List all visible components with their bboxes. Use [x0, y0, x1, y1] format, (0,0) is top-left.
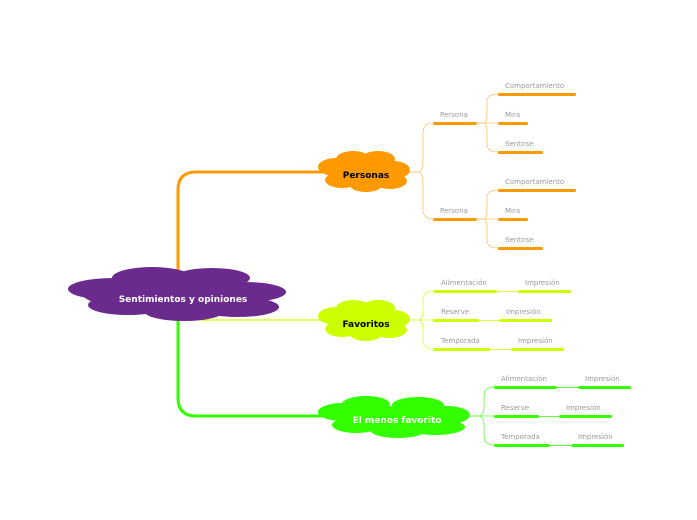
favoritos-impresion-3-label: Impresión — [518, 337, 553, 345]
menos-reserve[interactable]: Reserve — [494, 404, 539, 418]
menos-temporada[interactable]: Temporada — [494, 433, 550, 447]
menos-reserve-underline — [494, 415, 539, 418]
favoritos-alimentacion[interactable]: Alimentación — [433, 279, 497, 293]
topic-menos-favorito[interactable]: El menos favorito — [318, 396, 470, 438]
favoritos-reserve-underline — [433, 319, 479, 322]
menos-impresion-3-label: Impresión — [578, 433, 613, 441]
favoritos-reserve-impresion[interactable]: Impresión — [499, 308, 552, 322]
personas-subtopics: Persona Comportamiento Mira Sentirse Per… — [433, 82, 576, 250]
sentirse-1-underline — [498, 151, 543, 154]
menos-reserve-impresion[interactable]: Impresión — [559, 404, 612, 418]
menos-alimentacion-impresion[interactable]: Impresión — [578, 375, 631, 389]
topic-personas[interactable]: Personas — [318, 151, 410, 192]
favoritos-cloud-shape — [318, 300, 410, 341]
menos-favorito-label: El menos favorito — [353, 416, 442, 426]
subtopic-persona-2[interactable]: Persona — [433, 207, 477, 221]
connector-personas — [176, 170, 326, 288]
favoritos-impresion-2-underline — [499, 319, 552, 322]
favoritos-subtopics: Alimentación Impresión Reserve Impresión… — [433, 279, 571, 351]
menos-impresion-1-label: Impresión — [585, 375, 620, 383]
favoritos-impresion-1-underline — [518, 290, 571, 293]
menos-favorito-cloud-shape — [318, 396, 470, 438]
subtopic-sentirse-1[interactable]: Sentirse — [498, 140, 543, 154]
mira-2-underline — [498, 218, 528, 221]
favoritos-temporada-label: Temporada — [440, 337, 480, 345]
mira-1-label: Mira — [505, 111, 520, 119]
comportamiento-1-underline — [498, 93, 576, 96]
menos-favorito-subtopics: Alimentación Impresión Reserve Impresión… — [494, 375, 631, 447]
personas-connectors — [408, 93, 499, 249]
sentirse-2-label: Sentirse — [505, 236, 534, 244]
connector-menos-favorito — [176, 300, 326, 418]
comportamiento-2-underline — [498, 189, 576, 192]
menos-impresion-1-underline — [578, 386, 631, 389]
favoritos-alimentacion-underline — [433, 290, 497, 293]
mira-1-underline — [498, 122, 528, 125]
favoritos-alimentacion-impresion[interactable]: Impresión — [518, 279, 571, 293]
menos-temporada-impresion[interactable]: Impresión — [571, 433, 624, 447]
subtopic-mira-2[interactable]: Mira — [498, 207, 528, 221]
favoritos-temporada-underline — [433, 348, 490, 351]
menos-alimentacion-label: Alimentación — [501, 375, 547, 383]
menos-reserve-label: Reserve — [501, 404, 529, 412]
favoritos-alimentacion-label: Alimentación — [441, 279, 487, 287]
favoritos-reserve[interactable]: Reserve — [433, 308, 479, 322]
persona-2-label: Persona — [440, 207, 468, 215]
menos-alimentacion[interactable]: Alimentación — [494, 375, 557, 389]
subtopic-comportamiento-2[interactable]: Comportamiento — [498, 178, 576, 192]
subtopic-persona-1[interactable]: Persona — [433, 111, 477, 125]
central-cloud-shape — [68, 267, 286, 321]
menos-impresion-3-underline — [571, 444, 624, 447]
favoritos-impresion-1-label: Impresión — [525, 279, 560, 287]
subtopic-sentirse-2[interactable]: Sentirse — [498, 236, 543, 250]
personas-cloud-shape — [318, 151, 410, 192]
persona-1-underline — [433, 122, 477, 125]
persona-2-underline — [433, 218, 477, 221]
sentirse-1-label: Sentirse — [505, 140, 534, 148]
favoritos-impresion-3-underline — [511, 348, 564, 351]
sentirse-2-underline — [498, 247, 543, 250]
favoritos-label: Favoritos — [342, 320, 389, 330]
subtopic-comportamiento-1[interactable]: Comportamiento — [498, 82, 576, 96]
favoritos-impresion-2-label: Impresión — [506, 308, 541, 316]
menos-impresion-2-label: Impresión — [566, 404, 601, 412]
menos-temporada-label: Temporada — [500, 433, 540, 441]
central-topic-label: Sentimientos y opiniones — [119, 295, 248, 305]
menos-favorito-connectors — [466, 386, 495, 446]
menos-alimentacion-underline — [494, 386, 557, 389]
mira-2-label: Mira — [505, 207, 520, 215]
menos-temporada-underline — [494, 444, 550, 447]
subtopic-mira-1[interactable]: Mira — [498, 111, 528, 125]
menos-impresion-2-underline — [559, 415, 612, 418]
favoritos-connectors — [406, 290, 434, 350]
comportamiento-1-label: Comportamiento — [505, 82, 564, 90]
personas-label: Personas — [343, 171, 390, 181]
favoritos-reserve-label: Reserve — [441, 308, 469, 316]
persona-1-label: Persona — [440, 111, 468, 119]
central-topic[interactable]: Sentimientos y opiniones — [68, 267, 286, 321]
favoritos-temporada[interactable]: Temporada — [433, 337, 490, 351]
favoritos-temporada-impresion[interactable]: Impresión — [511, 337, 564, 351]
comportamiento-2-label: Comportamiento — [505, 178, 564, 186]
topic-favoritos[interactable]: Favoritos — [318, 300, 410, 341]
